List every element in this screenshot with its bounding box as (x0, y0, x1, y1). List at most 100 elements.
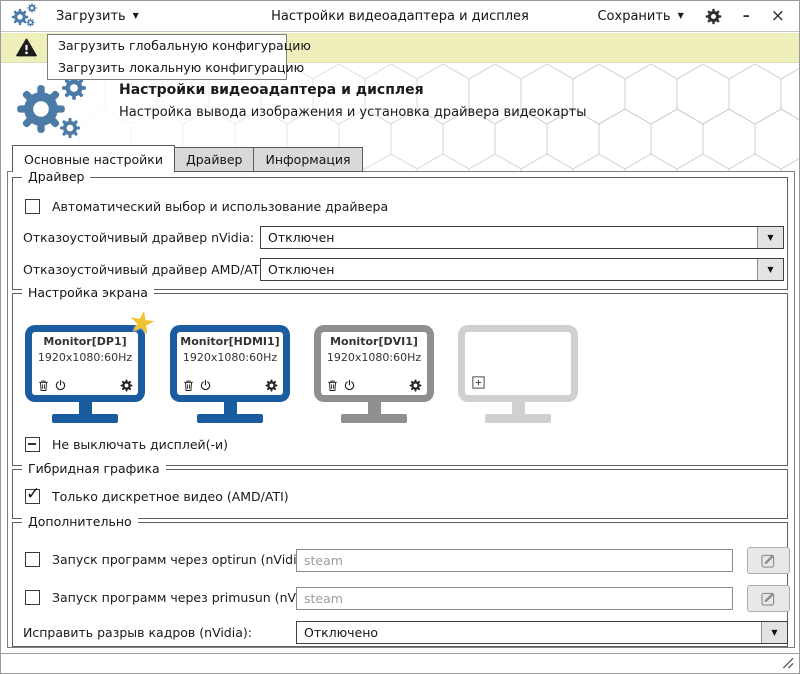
group-screen-settings: Настройка экрана ★ Monitor[DP1] 1920x108… (12, 285, 788, 466)
group-additional: Дополнительно Запуск программ через opti… (12, 514, 790, 647)
monitor-base (197, 414, 263, 423)
group-screen-legend: Настройка экрана (22, 285, 154, 300)
primusun-edit-button[interactable] (747, 585, 790, 612)
group-hybrid-legend: Гибридная графика (22, 461, 166, 476)
monitor-stand (223, 402, 237, 414)
monitor-base (485, 414, 551, 423)
delete-monitor-icon[interactable] (326, 379, 339, 392)
nvidia-failsafe-label: Отказоустойчивый драйвер nVidia: (23, 230, 255, 245)
discrete-only-checkbox[interactable] (25, 484, 40, 504)
settings-gear-icon[interactable] (705, 8, 722, 25)
dropdown-arrow-icon[interactable]: ▼ (757, 259, 783, 280)
monitor-screen: Monitor[HDMI1] 1920x1080:60Hz (177, 332, 283, 395)
monitor-screen: Monitor[DVI1] 1920x1080:60Hz (321, 332, 427, 395)
discrete-only-checkbox-row[interactable]: Только дискретное видео (AMD/ATI) (25, 484, 289, 504)
monitor-mode: 1920x1080:60Hz (326, 351, 422, 364)
close-button[interactable]: × (770, 5, 785, 26)
monitor-settings-icon[interactable] (120, 379, 133, 392)
minimize-button[interactable]: – (742, 8, 750, 24)
pencil-icon (760, 552, 777, 569)
monitor-screen (465, 332, 571, 395)
tab-information[interactable]: Информация (253, 147, 363, 172)
page-title: Настройки видеоадаптера и дисплея (119, 82, 424, 98)
caret-down-icon: ▼ (132, 11, 139, 20)
monitor-frame: Monitor[DP1] 1920x1080:60Hz (25, 325, 145, 402)
optirun-checkbox[interactable] (25, 552, 40, 567)
monitor-stand (367, 402, 381, 414)
group-driver-legend: Драйвер (22, 169, 91, 184)
monitor-card-dp1[interactable]: ★ Monitor[DP1] 1920x1080:60Hz (25, 303, 159, 423)
primusun-checkbox-row[interactable]: Запуск программ через primusun (nVidia): (25, 590, 327, 605)
caret-down-icon: ▼ (677, 11, 684, 20)
monitor-card-dvi1[interactable]: Monitor[DVI1] 1920x1080:60Hz (314, 325, 434, 423)
add-monitor-icon[interactable] (471, 375, 486, 390)
load-menu-label: Загрузить (56, 8, 126, 24)
keep-display-on-checkbox-row[interactable]: Не выключать дисплей(-и) (25, 437, 228, 452)
power-monitor-icon[interactable] (54, 379, 67, 392)
tab-basic-settings[interactable]: Основные настройки (12, 145, 175, 172)
group-additional-legend: Дополнительно (22, 514, 138, 529)
power-monitor-icon[interactable] (199, 379, 212, 392)
optirun-command-input[interactable] (296, 549, 733, 572)
primusun-label: Запуск программ через primusun (nVidia): (52, 590, 328, 605)
load-menu-button[interactable]: Загрузить ▼ (56, 9, 139, 24)
tearfix-label: Исправить разрыв кадров (nVidia): (23, 625, 252, 640)
menu-item-load-local-config[interactable]: Загрузить локальную конфигурацию (58, 60, 305, 75)
monitor-settings-icon[interactable] (265, 379, 278, 392)
app-logo-gears-icon (11, 2, 43, 30)
delete-monitor-icon[interactable] (37, 379, 50, 392)
warning-icon (16, 37, 37, 58)
group-driver: Драйвер Автоматический выбор и использов… (12, 169, 788, 290)
primusun-command-input[interactable] (296, 587, 733, 610)
monitor-mode: 1920x1080:60Hz (182, 351, 278, 364)
dropdown-arrow-icon[interactable]: ▼ (757, 227, 783, 248)
discrete-only-label: Только дискретное видео (AMD/ATI) (52, 489, 289, 504)
amd-failsafe-value: Отключен (268, 262, 335, 277)
page-header: Настройки видеоадаптера и дисплея Настро… (1, 64, 799, 144)
status-bar (1, 653, 799, 673)
monitor-stand (511, 402, 525, 414)
delete-monitor-icon[interactable] (182, 379, 195, 392)
pencil-icon (760, 590, 777, 607)
amd-failsafe-label: Отказоустойчивый драйвер AMD/ATI: (23, 262, 268, 277)
power-monitor-icon[interactable] (343, 379, 356, 392)
save-menu-label: Сохранить (597, 8, 671, 24)
nvidia-failsafe-select[interactable]: Отключен ▼ (260, 226, 784, 249)
load-dropdown-menu: Загрузить глобальную конфигурацию Загруз… (47, 34, 311, 80)
menu-item-load-global-config[interactable]: Загрузить глобальную конфигурацию (58, 38, 311, 53)
monitor-frame: Monitor[DVI1] 1920x1080:60Hz (314, 325, 434, 402)
keep-display-on-label: Не выключать дисплей(-и) (52, 437, 229, 452)
group-hybrid-graphics: Гибридная графика Только дискретное виде… (12, 461, 788, 519)
monitor-frame (458, 325, 578, 402)
monitor-name: Monitor[HDMI1] (180, 335, 280, 348)
auto-driver-checkbox-row[interactable]: Автоматический выбор и использование дра… (25, 199, 388, 214)
titlebar: Загрузить ▼ Настройки видеоадаптера и ди… (1, 1, 799, 32)
optirun-checkbox-row[interactable]: Запуск программ через optirun (nVidia): (25, 552, 313, 567)
monitor-card-hdmi1[interactable]: Monitor[HDMI1] 1920x1080:60Hz (170, 325, 290, 423)
tearfix-value: Отключено (304, 625, 379, 640)
monitor-card-empty[interactable] (458, 325, 578, 423)
optirun-edit-button[interactable] (747, 547, 790, 574)
monitor-name: Monitor[DVI1] (330, 335, 418, 348)
auto-driver-checkbox[interactable] (25, 199, 40, 214)
primary-star-icon: ★ (125, 302, 160, 344)
primusun-checkbox[interactable] (25, 590, 40, 605)
keep-display-on-checkbox[interactable] (25, 437, 40, 452)
monitor-base (341, 414, 407, 423)
monitor-frame: Monitor[HDMI1] 1920x1080:60Hz (170, 325, 290, 402)
titlebar-controls: Сохранить ▼ – × (597, 5, 785, 26)
monitor-settings-icon[interactable] (409, 379, 422, 392)
monitor-mode: 1920x1080:60Hz (37, 351, 133, 364)
nvidia-failsafe-value: Отключен (268, 230, 335, 245)
amd-failsafe-select[interactable]: Отключен ▼ (260, 258, 784, 281)
save-menu-button[interactable]: Сохранить ▼ (597, 9, 683, 24)
monitor-stand (78, 402, 92, 414)
tab-driver[interactable]: Драйвер (173, 147, 255, 172)
dropdown-arrow-icon[interactable]: ▼ (761, 622, 787, 643)
page-subtitle: Настройка вывода изображения и установка… (119, 105, 587, 120)
optirun-label: Запуск программ через optirun (nVidia): (52, 552, 314, 567)
tearfix-select[interactable]: Отключено ▼ (296, 621, 788, 644)
monitor-base (52, 414, 118, 423)
resize-grip[interactable] (781, 656, 794, 669)
